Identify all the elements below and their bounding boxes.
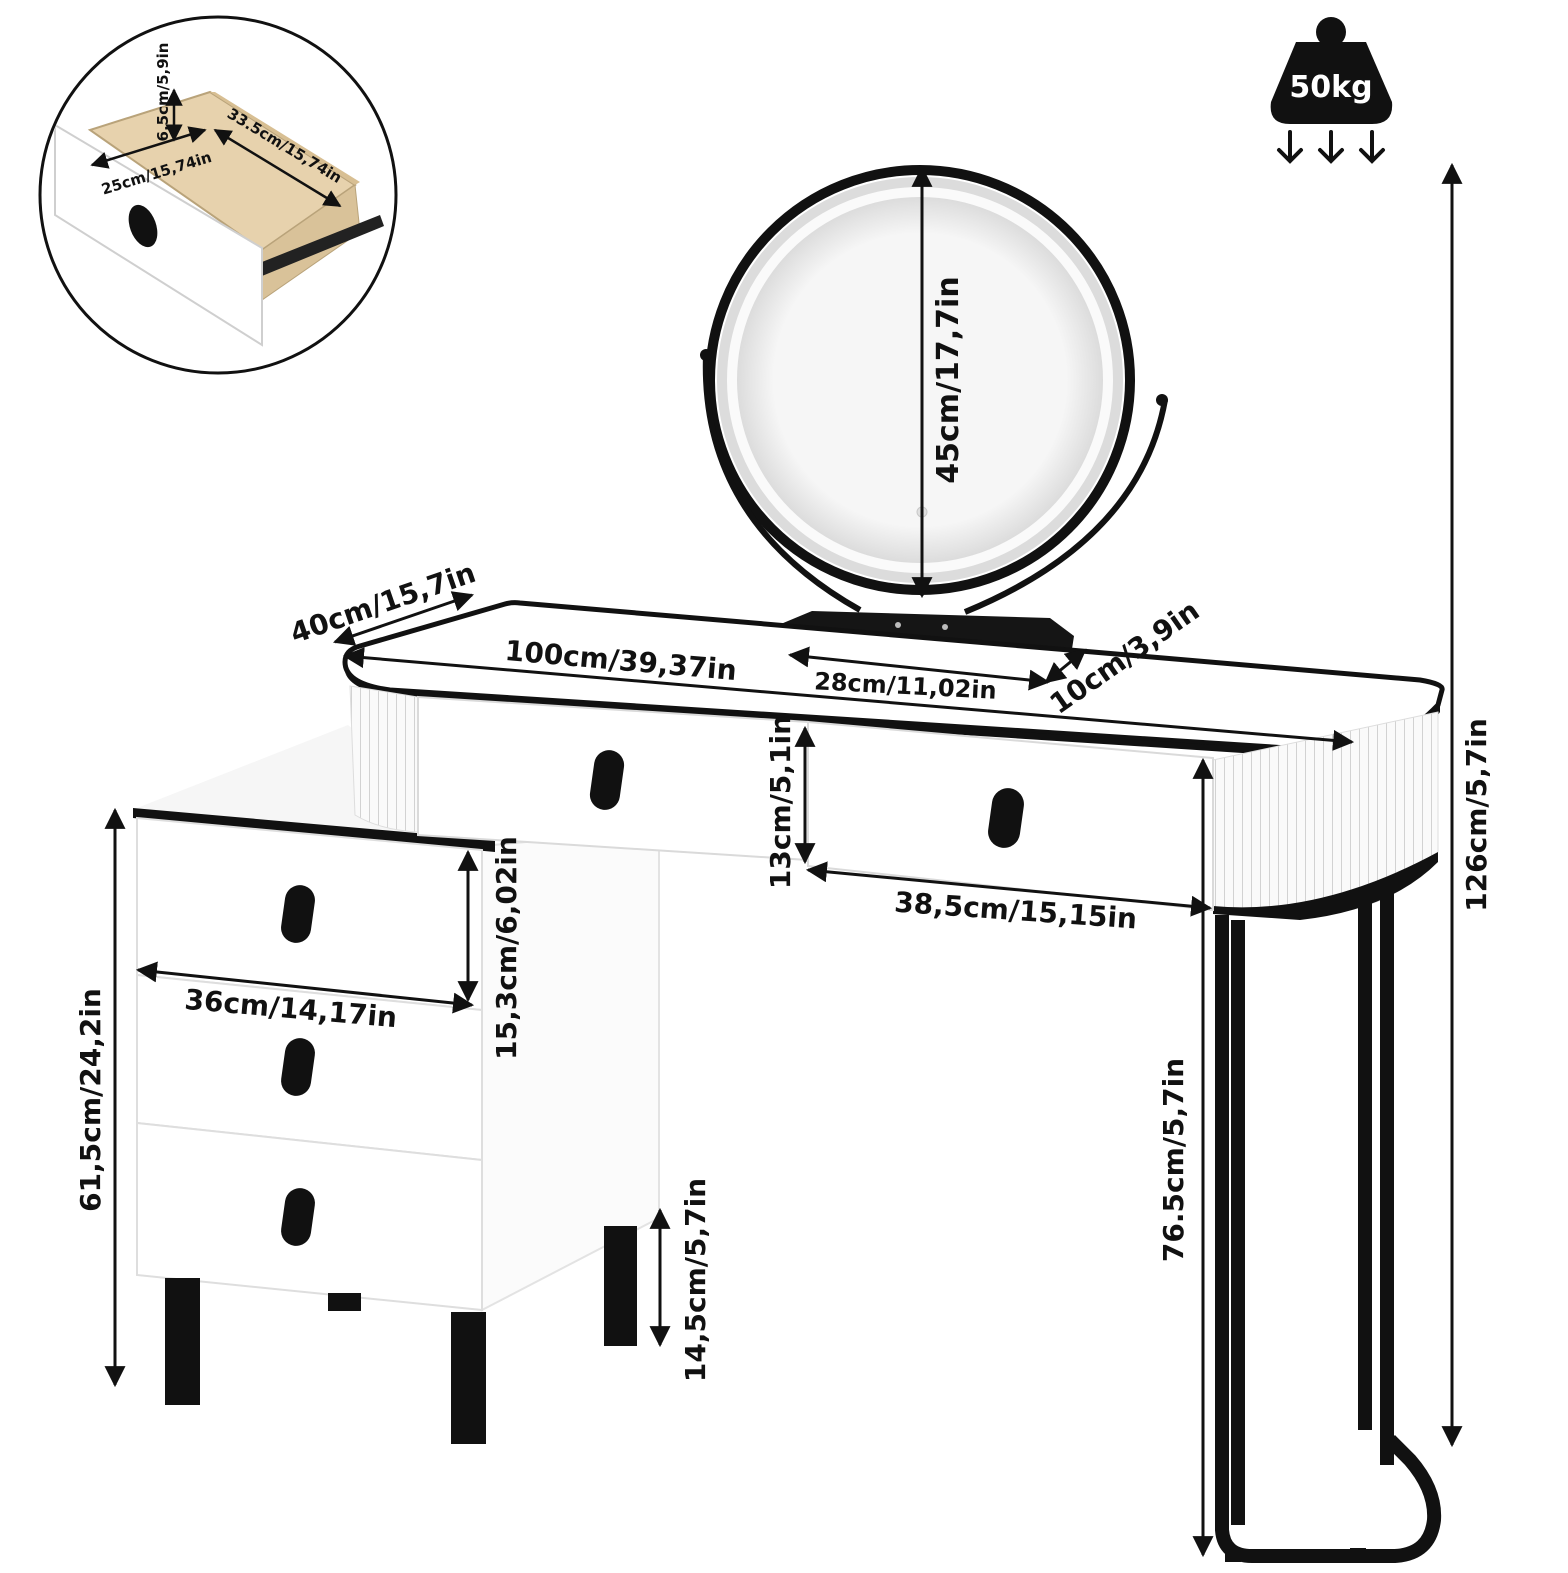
cabinet-leg-front-left <box>165 1278 200 1405</box>
mirror-base-depth-arrow <box>1044 648 1087 684</box>
cabinet-leg-height-label: 14,5cm/5,7in <box>679 1178 712 1382</box>
desk-handle-right <box>988 788 1024 848</box>
cabinet-leg-front-right <box>451 1312 486 1444</box>
weight-icon <box>1270 17 1393 124</box>
cabinet-top-edge <box>133 808 495 852</box>
inset-height-label: 6.5cm/5,9in <box>154 43 172 142</box>
inset-width-arrow <box>213 128 342 208</box>
cabinet-handle-3 <box>281 1188 315 1246</box>
desk-handle-left <box>589 750 625 810</box>
drawer-height-label: 13cm/5,1in <box>764 715 797 889</box>
table-depth-arrow <box>333 591 474 646</box>
table-width-arrow <box>342 647 1355 751</box>
drawer-inset: 6.5cm/5,9in 33.5cm/15,74in 25cm/15,74in <box>38 15 398 375</box>
total-height-label: 126cm/5,7in <box>1460 718 1493 912</box>
drawer-slide-rail <box>262 215 384 276</box>
desk-left-pillar <box>349 685 419 833</box>
cabinet-leg-back-left <box>328 1293 361 1311</box>
mirror-stand-left <box>702 354 862 613</box>
mirror-diameter-label: 45cm/17,7in <box>931 276 966 483</box>
cabinet-width-arrow <box>135 961 475 1014</box>
mirror-base-width-arrow <box>787 646 1051 691</box>
inset-depth-arrow <box>90 126 207 169</box>
table-height-label: 76.5cm/5,7in <box>1157 1058 1190 1262</box>
drawer-handle <box>128 204 158 248</box>
weight-label: 50kg <box>1289 70 1372 105</box>
mirror-stand-right <box>963 399 1168 615</box>
desk-right-frame <box>1215 915 1442 1563</box>
cabinet-leg-back-right <box>604 1226 637 1346</box>
cabinet-height-label: 61,5cm/24,2in <box>74 988 107 1212</box>
cabinet-handle-2 <box>281 1038 315 1096</box>
down-arrows-icon <box>1277 130 1385 164</box>
drawer-width-arrow <box>805 861 1213 917</box>
cabinet-drawer-height-label: 15,3cm/6,02in <box>490 836 523 1060</box>
weight-badge: 50kg <box>1270 17 1393 164</box>
drawer-front <box>54 123 263 347</box>
cabinet-handle-1 <box>281 885 315 943</box>
